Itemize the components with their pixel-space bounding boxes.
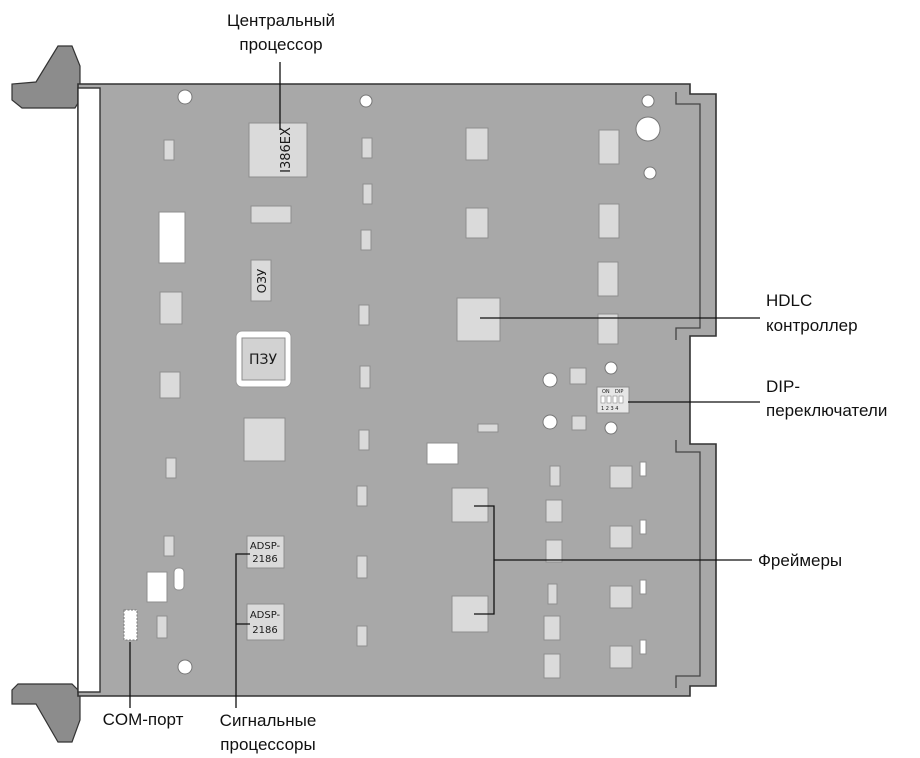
- com-port-connector: [123, 609, 138, 641]
- component: [543, 653, 561, 679]
- mounting-hole: [542, 414, 558, 430]
- dsp-chip-1-line1: ADSP-: [250, 541, 281, 552]
- framers-label: Фреймеры: [758, 551, 842, 570]
- component: [465, 207, 489, 239]
- component: [609, 645, 633, 669]
- hdlc-controller-chip: [456, 297, 501, 342]
- component: [358, 304, 370, 326]
- component: [598, 203, 620, 239]
- component: [165, 457, 177, 479]
- component: [465, 127, 489, 161]
- component: [362, 183, 373, 205]
- cpu-chip-label: I386EX: [279, 127, 294, 173]
- ram-chip-label: ОЗУ: [255, 268, 269, 293]
- dsp-label-line2: процессоры: [220, 735, 315, 754]
- dsp-chip-2-line1: ADSP-: [250, 610, 281, 621]
- mounting-hole: [643, 166, 657, 180]
- component: [477, 423, 499, 433]
- mounting-hole: [542, 372, 558, 388]
- component: [159, 291, 183, 325]
- component: [250, 205, 292, 224]
- component: [156, 615, 168, 639]
- framers-callout-line: [474, 505, 752, 615]
- dip-on-label: ON: [602, 389, 610, 395]
- cpu-label-line2: процессор: [239, 35, 322, 54]
- rom-chip-label: ПЗУ: [249, 352, 278, 368]
- hdlc-label-line2: контроллер: [766, 316, 858, 335]
- component: [358, 429, 370, 451]
- component-white: [639, 639, 647, 655]
- dsp-chip-1: [246, 535, 285, 569]
- mounting-hole: [177, 89, 193, 105]
- dip-label-line1: DIP-: [766, 377, 800, 396]
- component: [359, 365, 371, 389]
- connector-bottom: [675, 440, 701, 688]
- front-faceplate: [77, 87, 101, 693]
- ram-chip: [250, 259, 272, 302]
- component-white: [173, 567, 185, 591]
- dip-dip-label: DIP: [615, 389, 623, 395]
- rom-chip: [241, 337, 286, 381]
- component: [609, 585, 633, 609]
- component: [159, 371, 181, 399]
- component-white: [639, 461, 647, 477]
- component: [545, 539, 563, 563]
- dsp-label-line1: Сигнальные: [220, 711, 317, 730]
- cpu-label-line1: Центральный: [227, 11, 335, 30]
- component: [163, 535, 175, 557]
- mounting-hole: [604, 361, 618, 375]
- component-white: [158, 211, 186, 264]
- component: [571, 415, 587, 431]
- dsp-chip-2-line2: 2186: [252, 625, 277, 636]
- mounting-hole: [604, 421, 618, 435]
- component: [243, 417, 286, 462]
- dip-toggle: [612, 395, 618, 404]
- component: [569, 367, 587, 385]
- dsp-chip-1-line2: 2186: [252, 554, 277, 565]
- mounting-hole: [177, 659, 193, 675]
- component: [163, 139, 175, 161]
- hdlc-label-line1: HDLC: [766, 291, 812, 310]
- component: [597, 261, 619, 297]
- component: [361, 137, 373, 159]
- dip-toggle: [618, 395, 624, 404]
- mounting-hole: [641, 94, 655, 108]
- com-port-label: COM-порт: [103, 710, 184, 729]
- component: [360, 229, 372, 251]
- bottom-ejector-lever: [11, 683, 81, 743]
- mounting-hole: [635, 116, 661, 142]
- dip-toggle: [606, 395, 612, 404]
- component: [597, 313, 619, 345]
- dsp-callout-line: [235, 553, 250, 708]
- component: [356, 485, 368, 507]
- component: [549, 465, 561, 487]
- component-white: [426, 442, 459, 465]
- dip-label-line2: переключатели: [766, 401, 887, 420]
- top-ejector-lever: [11, 45, 81, 109]
- cpu-chip: [248, 122, 308, 178]
- dip-numbers: 1 2 3 4: [601, 406, 619, 412]
- component: [356, 625, 368, 647]
- component-white: [639, 519, 647, 535]
- component: [545, 499, 563, 523]
- component: [543, 615, 561, 641]
- component: [598, 129, 620, 165]
- component: [609, 525, 633, 549]
- component: [356, 555, 368, 579]
- dip-toggle: [600, 395, 606, 404]
- component: [547, 583, 558, 605]
- component: [609, 465, 633, 489]
- connector-top: [675, 92, 701, 340]
- component-white: [639, 579, 647, 595]
- framer-chip-1: [451, 487, 489, 523]
- component-white: [146, 571, 168, 603]
- dsp-chip-2: [246, 603, 285, 641]
- mounting-hole: [359, 94, 373, 108]
